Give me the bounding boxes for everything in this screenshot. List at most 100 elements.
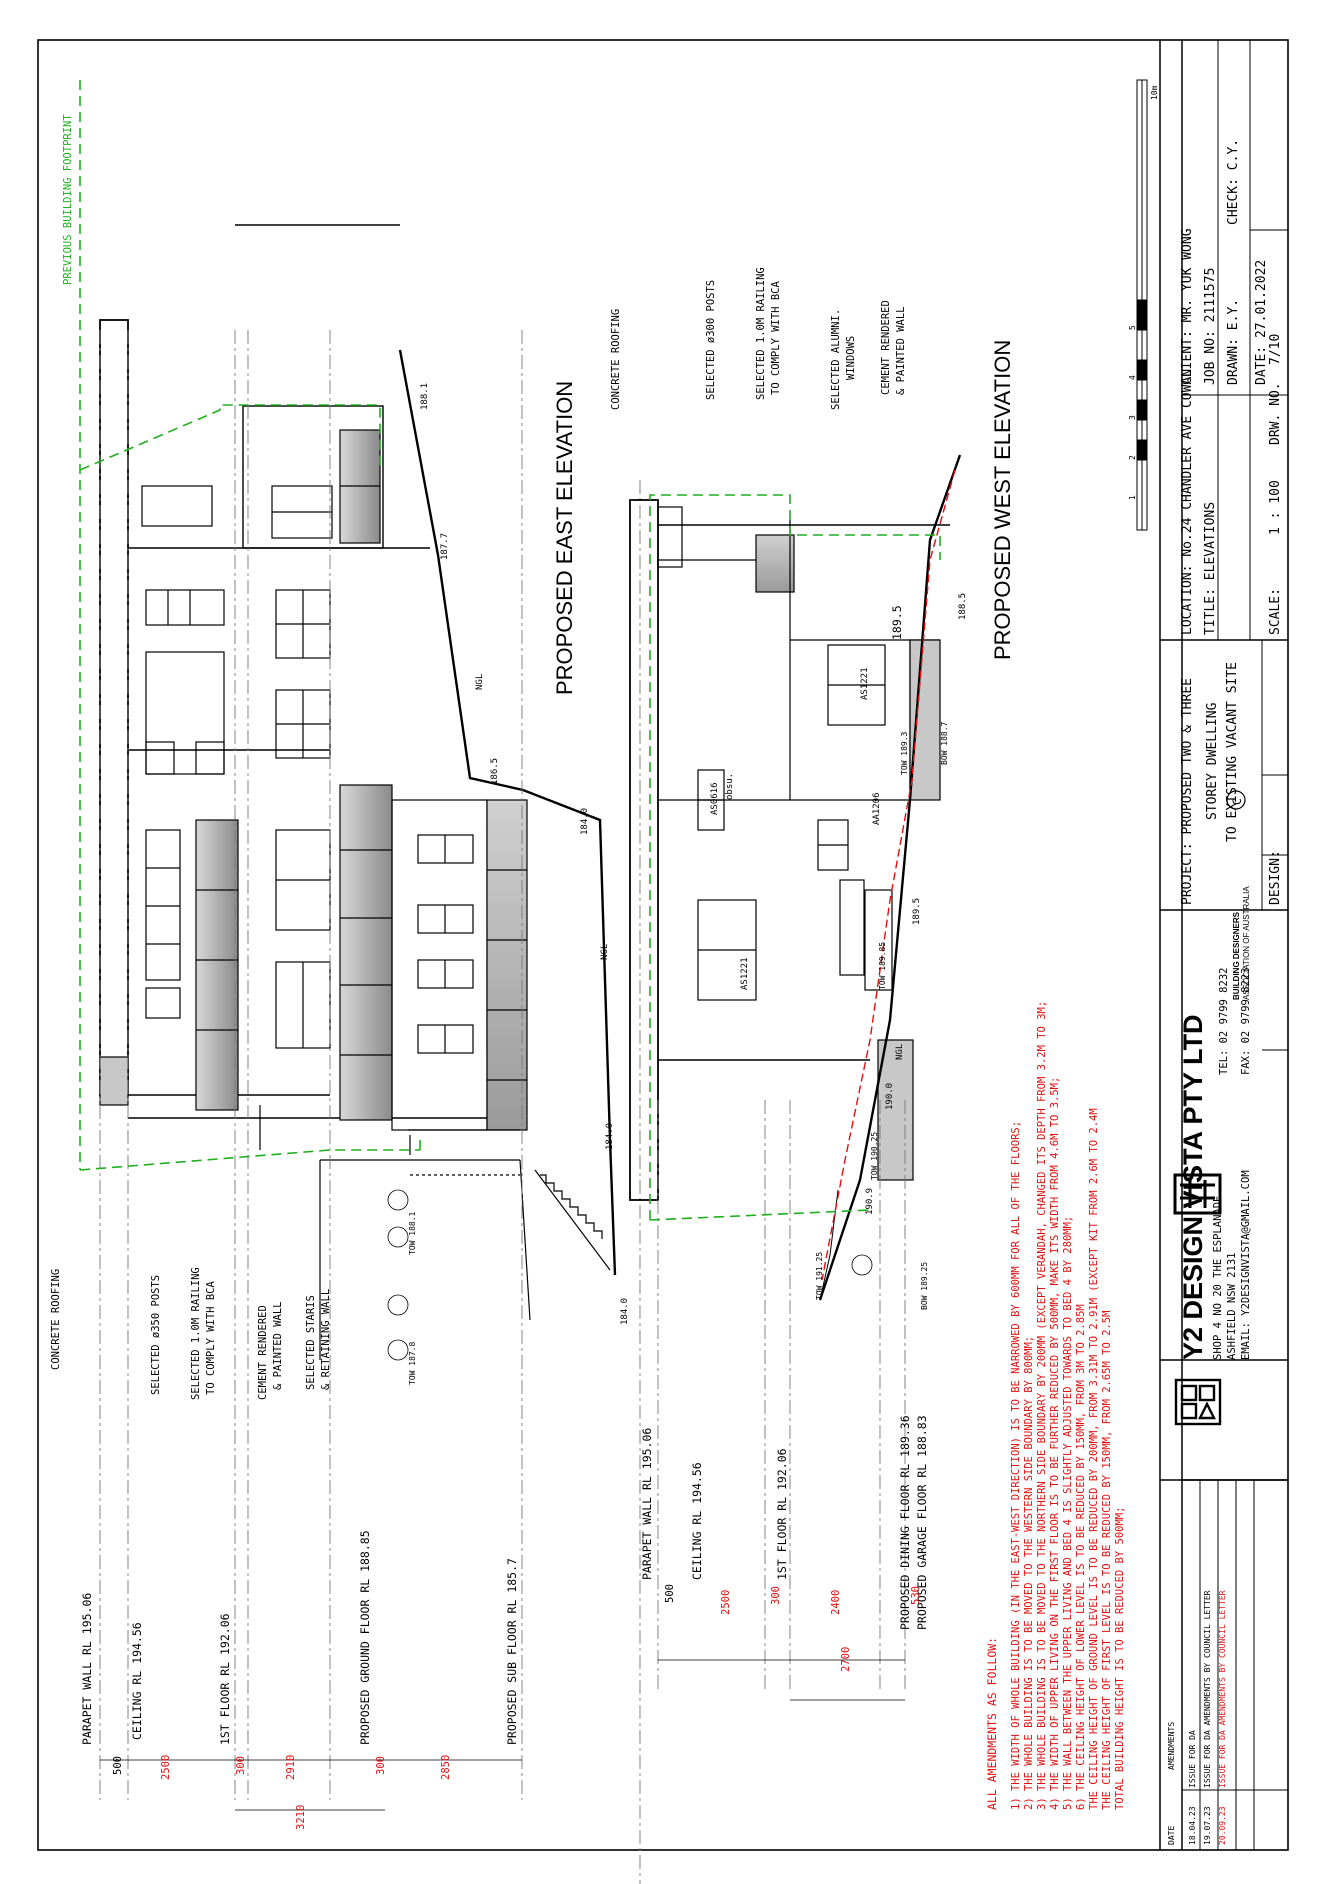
west-tow-191-25: TOW 191.25 [815, 1251, 824, 1300]
west-tag-as1221-a: AS1221 [740, 957, 750, 990]
east-tow-188-1: TOW 188.1 [408, 1211, 417, 1255]
east-callout-stairs-2: & RETAINING WALL [320, 1288, 332, 1390]
east-ngl-label: NGL [475, 673, 485, 690]
east-dim-300b: 300 [375, 1756, 387, 1775]
company-address-1: SHOP 4 NO 20 THE ESPLANADE [1212, 1195, 1224, 1360]
west-level-first-floor: 1ST FLOOR RL 192.06 [775, 1448, 789, 1580]
bda-line-2: ASSOCIATION OF AUSTRALIA [1242, 886, 1251, 1000]
west-elevation-geometry [629, 454, 962, 1690]
west-dim-530: 530 [910, 1586, 922, 1605]
east-callout-cement-2: & PAINTED WALL [272, 1301, 284, 1390]
design-value: C [1230, 798, 1244, 805]
revision-row-2-text: ISSUE FOR DA AMENDMENTS BY COUNCIL LETTE… [1203, 1590, 1212, 1788]
west-rl-188-5: 188.5 [958, 592, 968, 620]
amendments-heading: ALL AMENDMENTS AS FOLLOW: [985, 1636, 999, 1810]
revision-row-3-date: 20.09.23 [1218, 1806, 1227, 1845]
company-address-2: ASHFIELD NSW 2131 [1226, 1252, 1238, 1360]
west-level-parapet: PARAPET WALL RL 195.06 [640, 1427, 654, 1580]
west-callout-windows-1: SELECTED ALUMNI. [830, 308, 842, 410]
amendment-item-3: 3) THE WHOLE BUILDING IS TO BE MOVED TO … [1036, 1000, 1048, 1810]
bda-logo [1173, 1173, 1222, 1215]
dimension-lines [100, 1659, 905, 1811]
company-email: EMAIL: Y2DESIGNVISTA@GMAIL.COM [1240, 1170, 1252, 1360]
scale-tick-2: 2 [1128, 455, 1137, 460]
revision-row-2-date: 19.07.23 [1203, 1806, 1212, 1845]
company-name: Y2 DESIGN VISTA PTY LTD [1178, 1014, 1208, 1360]
west-tow-189-3: TOW 189.3 [900, 731, 909, 775]
east-callout-railing-1: SELECTED 1.0M RAILING [190, 1267, 202, 1400]
west-tag-obsu: obsu. [725, 772, 735, 800]
client: CLIENT: MR. YUK WONG [1180, 228, 1195, 385]
amendment-item-4: 4) THE WIDTH OF UPPER LIVING ON THE FIRS… [1049, 1076, 1061, 1810]
west-callout-railing-1: SELECTED 1.0M RAILING [755, 267, 767, 400]
east-rl-188-1: 188.1 [420, 382, 430, 410]
revision-col-date: DATE [1167, 1825, 1176, 1845]
drw-no-value: 7/10 [1268, 333, 1283, 365]
west-dim-2700: 2700 [840, 1646, 852, 1672]
scale-tick-1: 1 [1128, 495, 1137, 500]
west-dim-300: 300 [770, 1586, 782, 1605]
west-callout-cement-1: CEMENT RENDERED [880, 300, 892, 395]
east-rl-187-7: 187.7 [440, 532, 450, 560]
design-label: DESIGN: [1268, 850, 1283, 905]
revision-row-1-text: ISSUE FOR DA [1188, 1730, 1197, 1788]
amendment-item-6d: TOTAL BUILDING HEIGHT IS TO BE REDUCED B… [1114, 1506, 1126, 1810]
west-rl-189-5b: 189.5 [912, 897, 922, 925]
east-elevation-geometry [79, 80, 641, 1884]
east-dim-300a: 300 [235, 1756, 247, 1775]
east-rl-184-c: 184.0 [620, 1297, 630, 1325]
east-level-ceiling: CEILING RL 194.56 [130, 1622, 144, 1740]
west-rl-190-9: 190.9 [865, 1187, 875, 1215]
west-callout-railing-2: TO COMPLY WITH BCA [770, 281, 782, 395]
amendment-item-5: 5) THE WALL BETWEEN THE UPPER LIVING AND… [1062, 1215, 1074, 1810]
revision-row-3-text: ISSUE FOR DA AMENDMENTS BY COUNCIL LETTE… [1218, 1590, 1227, 1788]
west-callout-cement-2: & PAINTED WALL [895, 306, 907, 395]
scale-value: 1 : 100 [1268, 480, 1283, 535]
east-level-sub-floor: PROPOSED SUB FLOOR RL 185.7 [505, 1558, 519, 1745]
y2-logo [1174, 1378, 1222, 1426]
amendment-item-6c: THE CEILING HEIGHT OF FIRST LEVEL IS TO … [1101, 1310, 1113, 1810]
east-level-parapet: PARAPET WALL RL 195.06 [80, 1592, 94, 1745]
east-rl-184-b: 184.0 [605, 1122, 615, 1150]
west-dim-2400: 2400 [830, 1589, 842, 1615]
east-dim-2850: 2850 [440, 1754, 452, 1780]
west-callout-posts: SELECTED ø300 POSTS [705, 279, 717, 400]
west-bow-189-25: BOW 189.25 [920, 1261, 929, 1310]
west-callout-windows-2: WINDOWS [845, 335, 857, 380]
east-dim-2910: 2910 [285, 1754, 297, 1780]
project-line-1: PROJECT: PROPOSED TWO & THREE [1180, 678, 1195, 905]
drawing-title: TITLE: ELEVATIONS [1203, 501, 1218, 635]
east-dim-2500: 2500 [160, 1754, 172, 1780]
location: LOCATION: No.24 CHANDLER AVE COWAN [1180, 368, 1195, 635]
west-tow-189-85: TOW 189.85 [878, 941, 887, 990]
west-rl-189-5: 189.5 [890, 605, 904, 640]
east-callout-concrete-roofing: CONCRETE ROOFING [50, 1268, 62, 1370]
west-callout-concrete-roofing: CONCRETE ROOFING [610, 308, 622, 410]
west-level-ceiling: CEILING RL 194.56 [690, 1462, 704, 1580]
west-dim-500: 500 [664, 1584, 676, 1603]
east-callout-railing-2: TO COMPLY WITH BCA [205, 1281, 217, 1395]
east-elevation-title: PROPOSED EAST ELEVATION [552, 380, 577, 695]
scale-tick-10m: 10m [1150, 85, 1159, 100]
west-tag-as1221-b: AS1221 [860, 667, 870, 700]
design-circle [1226, 790, 1246, 810]
scale-bar [1136, 79, 1148, 531]
west-elevation-title: PROPOSED WEST ELEVATION [990, 339, 1015, 660]
scale-tick-5: 5 [1128, 325, 1137, 330]
east-callout-cement-1: CEMENT RENDERED [257, 1305, 269, 1400]
amendment-item-2: 2) THE WHOLE BUILDING IS TO BE MOVED TO … [1023, 1335, 1035, 1810]
east-rl-184-a: 184.0 [580, 807, 590, 835]
west-dim-2500: 2500 [720, 1589, 732, 1615]
amendment-item-6b: THE CEILING HEIGHT OF GROUND LEVEL IS TO… [1088, 1108, 1100, 1810]
east-callout-stairs-1: SELECTED STARIS [305, 1295, 317, 1390]
east-dim-500: 500 [112, 1756, 124, 1775]
east-dim-3210: 3210 [295, 1804, 307, 1830]
company-tel: TEL: 02 9799 8232 [1218, 967, 1230, 1075]
amendment-item-1: 1) THE WIDTH OF WHOLE BUILDING (IN THE E… [1010, 1120, 1022, 1810]
west-tag-aa1206: AA1206 [872, 792, 882, 825]
scale-tick-3: 3 [1128, 415, 1137, 420]
revision-col-amendments: AMENDMENTS [1167, 1721, 1176, 1770]
drw-no-label: DRW. NO. [1268, 382, 1283, 445]
east-level-first-floor: 1ST FLOOR RL 192.06 [218, 1613, 232, 1745]
